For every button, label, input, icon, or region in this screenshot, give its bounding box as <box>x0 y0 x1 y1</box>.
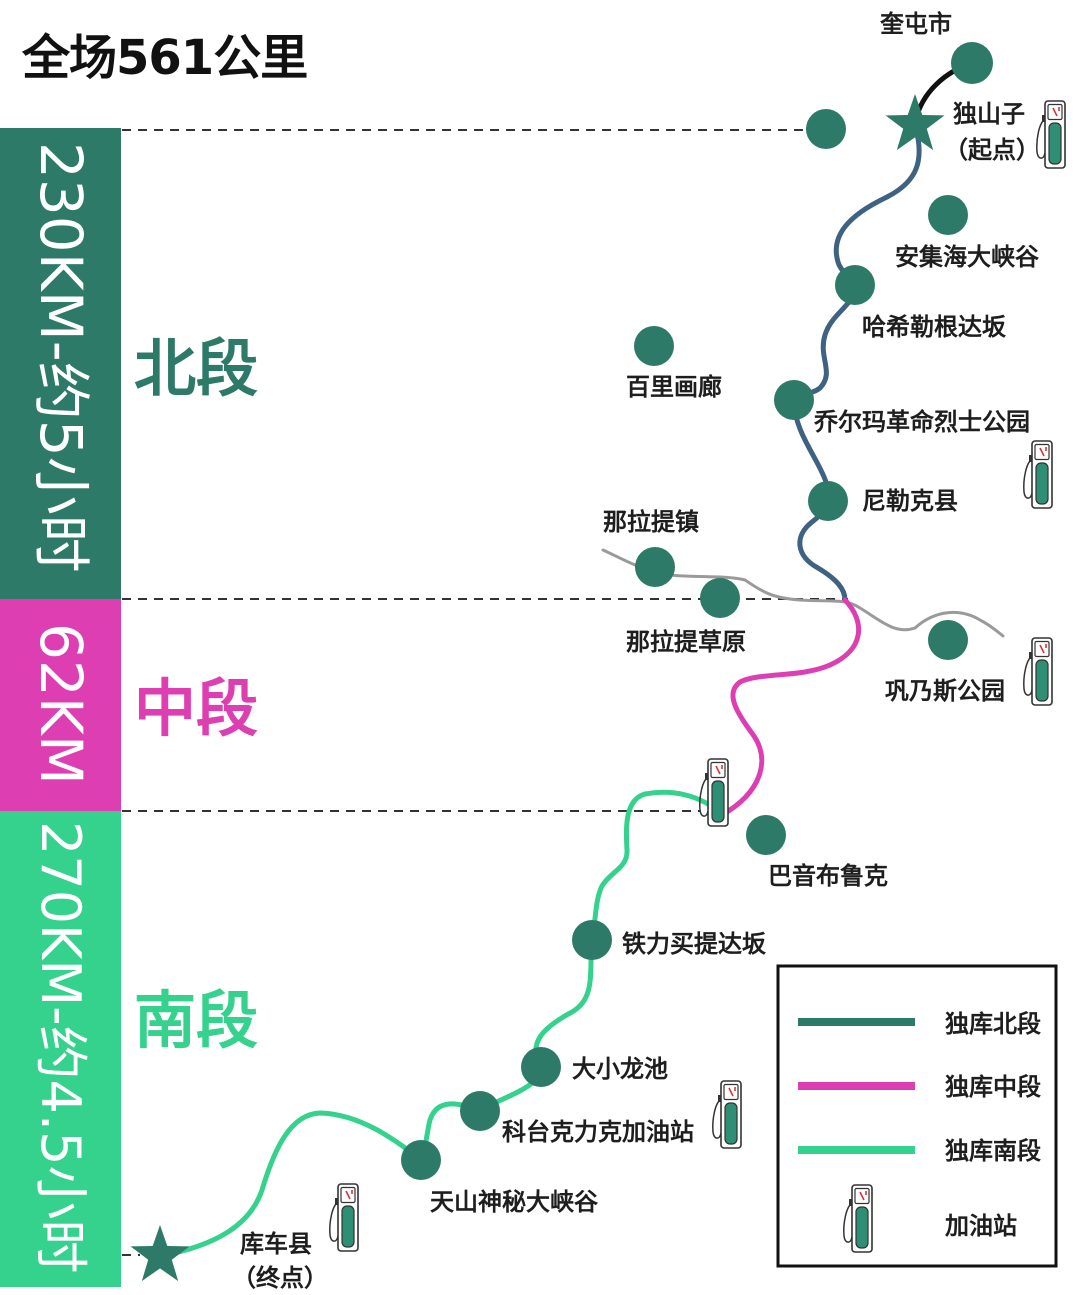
place-label-gongnaisi: 巩乃斯公园 <box>885 677 1005 705</box>
gas-pump-icon <box>712 1080 742 1149</box>
place-label-bayinbuluke: 巴音布鲁克 <box>768 862 888 890</box>
place-marker-baili-gallery <box>634 326 674 366</box>
start-star-icon <box>885 94 945 151</box>
place-marker-unlabeled <box>806 109 846 149</box>
place-label-qiaoerma: 乔尔玛革命烈士公园 <box>813 408 1030 436</box>
middle-section-label: 中段 <box>134 672 259 745</box>
page-title: 全场561公里 <box>22 30 308 86</box>
place-marker-anjihai <box>928 195 968 235</box>
place-marker-daxiao-longchi <box>521 1047 561 1087</box>
place-label-daxiao-longchi: 大小龙池 <box>572 1055 668 1083</box>
place-label-nileke: 尼勒克县 <box>862 487 958 515</box>
place-marker-nalati-town <box>635 547 675 587</box>
place-label-kuche: 库车县 <box>240 1230 312 1258</box>
place-marker-qiaoerma <box>774 380 814 420</box>
gas-pump-icon <box>1036 100 1066 169</box>
place-label-tielimaiti: 铁力买提达坂 <box>622 930 767 958</box>
south-distance-time: 270KM-约4.5小时 <box>29 821 92 1274</box>
middle-distance-time: 62KM <box>27 623 95 785</box>
legend: 独库北段 独库中段 独库南段 加油站 <box>776 964 1058 1268</box>
place-marker-kuitun <box>951 42 993 84</box>
place-label-dushanzi-note: （起点） <box>944 136 1040 164</box>
place-marker-nileke <box>808 481 848 521</box>
place-label-baili-gallery: 百里画廊 <box>626 373 722 401</box>
middle-section-bar: 62KM <box>0 599 121 811</box>
place-label-kuitun: 奎屯市 <box>879 10 952 38</box>
place-label-ketaikelike: 科台克力克加油站 <box>502 1118 694 1146</box>
place-marker-bayinbuluke <box>746 815 786 855</box>
route-north-segment <box>791 122 922 603</box>
place-marker-haxilegen <box>835 265 875 305</box>
gas-pump-icon <box>699 758 729 827</box>
legend-label-north: 独库北段 <box>945 1010 1041 1038</box>
place-marker-nalati-grassland <box>700 578 740 618</box>
legend-label-middle: 独库中段 <box>945 1073 1041 1101</box>
place-label-tianshan-canyon: 天山神秘大峡谷 <box>430 1188 599 1216</box>
north-section-bar: 230KM-约5小时 <box>0 128 121 599</box>
gas-pump-icon <box>1023 637 1053 706</box>
north-section-label: 北段 <box>134 332 259 405</box>
place-label-anjihai: 安集海大峡谷 <box>895 243 1040 271</box>
place-label-nalati-town: 那拉提镇 <box>603 508 699 536</box>
south-section-bar: 270KM-约4.5小时 <box>0 811 121 1287</box>
place-label-haxilegen: 哈希勒根达坂 <box>862 313 1007 341</box>
place-marker-tianshan-canyon <box>401 1140 441 1180</box>
legend-box <box>776 964 1058 1268</box>
south-section-label: 南段 <box>134 984 259 1057</box>
gas-pump-icon <box>1023 440 1053 509</box>
place-label-kuche-note: （终点） <box>232 1264 328 1292</box>
north-distance-time: 230KM-约5小时 <box>27 142 95 573</box>
end-star-icon <box>130 1225 190 1282</box>
place-label-dushanzi: 独山子 <box>953 100 1025 128</box>
legend-label-gas-station: 加油站 <box>945 1212 1017 1240</box>
gas-pump-icon <box>329 1183 359 1252</box>
route-middle-segment <box>719 597 862 818</box>
place-marker-tielimaiti <box>572 920 612 960</box>
legend-label-south: 独库南段 <box>945 1137 1041 1165</box>
nalati-road <box>601 548 1005 638</box>
place-marker-gongnaisi <box>928 620 968 660</box>
place-label-nalati-grassland: 那拉提草原 <box>626 628 746 656</box>
place-marker-ketaikelike <box>460 1091 500 1131</box>
